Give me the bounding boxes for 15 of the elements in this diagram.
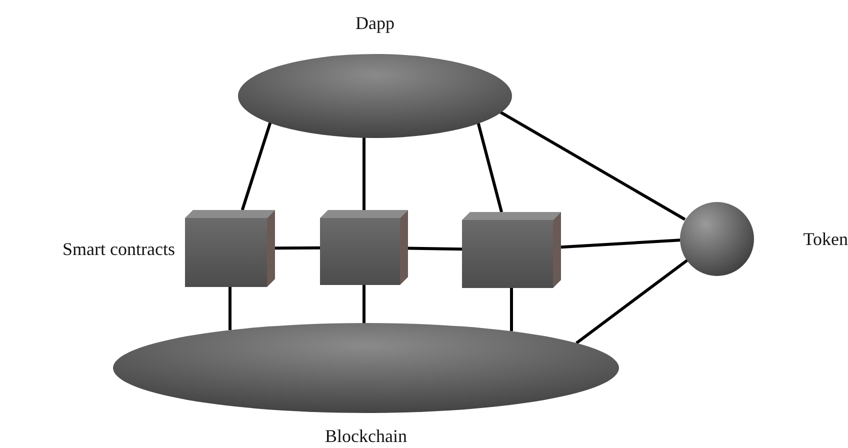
connector-line bbox=[362, 285, 366, 323]
node-label: Blockchain bbox=[325, 425, 407, 447]
node-label: Token bbox=[803, 228, 848, 250]
connector-line bbox=[499, 110, 686, 221]
connector-line bbox=[274, 246, 320, 250]
connector-line bbox=[408, 246, 462, 251]
connector-line bbox=[576, 258, 688, 344]
connector-line bbox=[228, 287, 232, 330]
connector-line bbox=[476, 122, 503, 212]
node-label: Dapp bbox=[356, 12, 394, 34]
connector-line bbox=[240, 122, 272, 210]
node-caption: Smart contracts bbox=[62, 238, 175, 260]
connector-line bbox=[560, 238, 680, 249]
connector-line bbox=[510, 288, 513, 332]
connector-line bbox=[362, 136, 366, 210]
